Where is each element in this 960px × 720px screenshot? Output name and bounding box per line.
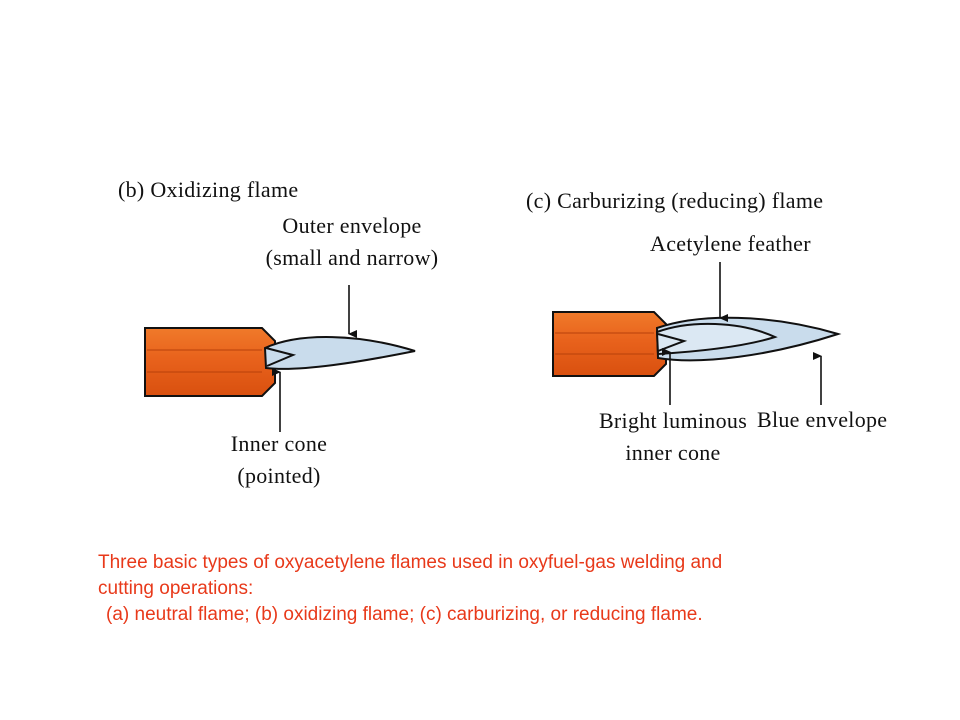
outer-envelope-label-line1: Outer envelope	[282, 213, 422, 238]
caption-line-2: cutting operations:	[98, 578, 254, 599]
blue-envelope-label: Blue envelope	[757, 407, 888, 432]
acetylene-feather-icon	[655, 322, 778, 356]
inner-cone-label: Inner cone (pointed)	[214, 428, 344, 492]
outer-envelope-label: Outer envelope (small and narrow)	[252, 210, 452, 274]
figure-caption: Three basic types of oxyacetylene flames…	[98, 550, 898, 628]
carburizing-flame-title: (c) Carburizing (reducing) flame	[526, 188, 824, 213]
acetylene-feather-label: Acetylene feather	[650, 231, 811, 256]
outer-envelope-label-line2: (small and narrow)	[265, 245, 439, 270]
bright-luminous-label-line1: Bright luminous	[598, 408, 748, 433]
bright-luminous-label-line2: inner cone	[625, 440, 721, 465]
bright-inner-cone-icon	[657, 333, 688, 352]
inner-cone-label-line2: (pointed)	[237, 463, 321, 488]
caption-line-3: (a) neutral flame; (b) oxidizing flame; …	[106, 604, 703, 625]
carburizing-torch-nozzle-icon	[552, 311, 667, 377]
bright-luminous-cone-label: Bright luminous inner cone	[598, 405, 748, 469]
inner-cone-label-line1: Inner cone	[230, 431, 328, 456]
oxidizing-inner-cone-icon	[265, 347, 297, 367]
oxidizing-torch-nozzle-icon	[144, 327, 276, 397]
oxidizing-outer-envelope-icon	[263, 336, 416, 370]
oxidizing-flame-title: (b) Oxidizing flame	[118, 177, 299, 202]
caption-line-1: Three basic types of oxyacetylene flames…	[98, 552, 723, 573]
